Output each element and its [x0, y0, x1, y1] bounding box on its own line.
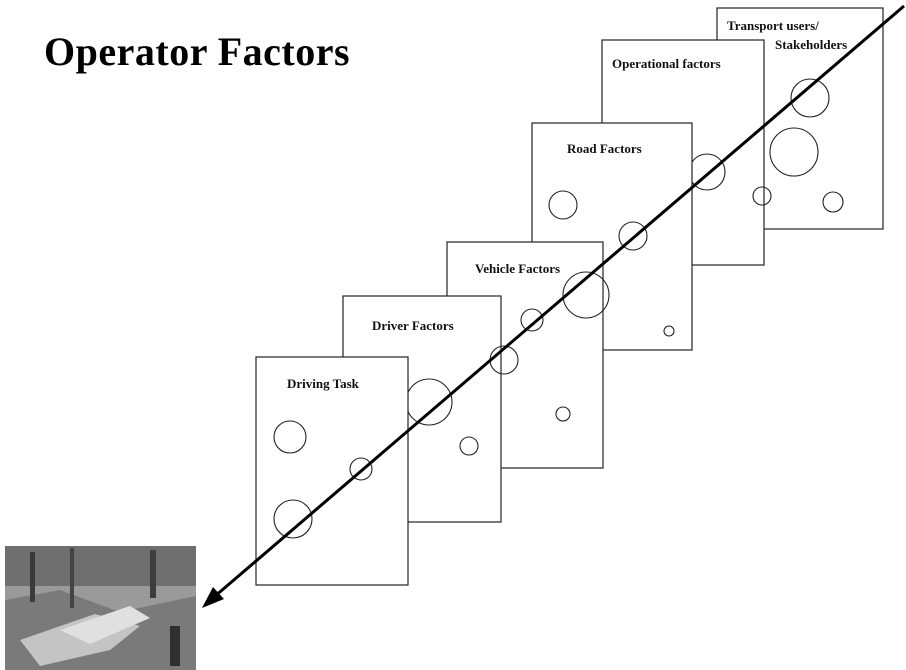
panel-label: Road Factors	[567, 141, 642, 156]
crash-photo	[5, 546, 196, 670]
panel-driving-task: Driving Task	[256, 357, 408, 585]
panel-label: Driving Task	[287, 376, 360, 391]
panel-label-line-2: Stakeholders	[775, 37, 847, 52]
panel-label: Driver Factors	[372, 318, 454, 333]
panel-label: Operational factors	[612, 56, 721, 71]
accident-trajectory	[202, 6, 904, 608]
trajectory-line	[214, 6, 904, 597]
panel-label: Vehicle Factors	[475, 261, 560, 276]
panel-label-line-1: Transport users/	[727, 18, 819, 33]
